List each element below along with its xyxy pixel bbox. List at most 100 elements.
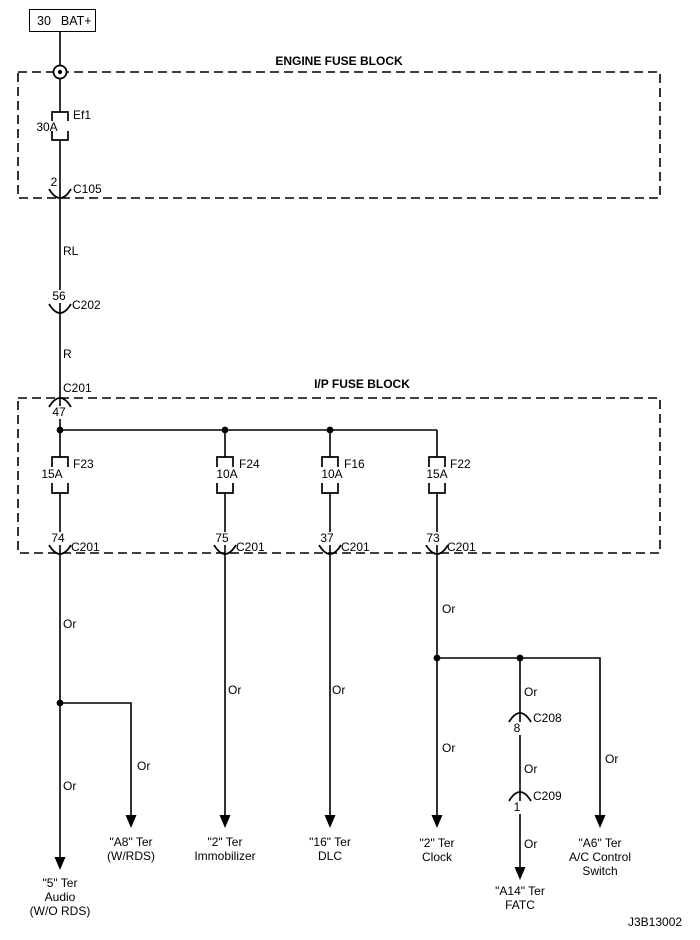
terminal-label-line: FATC: [505, 898, 535, 912]
wire-color-label-or: Or: [524, 685, 538, 699]
fuse-rating-f16: 10A: [321, 467, 343, 481]
connector-name-c202: C202: [72, 298, 101, 312]
connector-pin-c208: 8: [512, 721, 522, 735]
connector-icon-c201-47: [48, 397, 72, 408]
fuse-icon-f22: [428, 456, 446, 494]
connector-pin-c105: 2: [49, 175, 59, 189]
connector-pin-37: 37: [319, 531, 335, 545]
fuse-name-f24: F24: [239, 457, 260, 471]
arrowhead-icon-clock: [431, 815, 443, 828]
terminal-label-line: "A14" Ter: [495, 884, 545, 898]
connector-name-c209: C209: [533, 789, 562, 803]
wire-color-label-or: Or: [605, 752, 619, 766]
connector-icon-c201-74: [48, 544, 72, 555]
terminal-label-ac-control: "A6" Ter A/C Control Switch: [569, 836, 631, 878]
arrowhead-icon-audio: [54, 857, 66, 870]
junction-dot: [326, 426, 334, 434]
terminal-label-clock: "2" Ter Clock: [420, 836, 455, 864]
wire-color-label-or: Or: [63, 617, 77, 631]
fuse-name-f16: F16: [344, 457, 365, 471]
connector-pin-74: 74: [50, 531, 66, 545]
connector-pin-75: 75: [214, 531, 230, 545]
fuse-rating-f22: 15A: [426, 467, 448, 481]
fuse-icon-f16: [321, 456, 339, 494]
arrowhead-icon-ac: [594, 815, 606, 828]
battery-source-box: 30 BAT+: [29, 9, 96, 32]
connector-icon-c105: [48, 188, 72, 199]
junction-dot: [221, 426, 229, 434]
wire-color-label-r: R: [63, 347, 72, 361]
ip-fuse-block-outline: [17, 397, 661, 554]
wire-color-label-or: Or: [524, 762, 538, 776]
junction-dot: [516, 654, 524, 662]
terminal-label-audio: "5" Ter Audio (W/O RDS): [30, 876, 91, 918]
connector-icon-c209: [508, 791, 532, 802]
document-id: J3B13002: [628, 915, 683, 929]
terminal-label-line: "2" Ter: [419, 836, 455, 850]
fuse-rating-ef1: 30A: [36, 120, 58, 134]
connector-pin-c201-in: 47: [51, 405, 67, 419]
terminal-label-immobilizer: "2" Ter Immobilizer: [194, 835, 255, 863]
junction-dot: [56, 699, 64, 707]
terminal-label-line: Audio: [44, 890, 76, 904]
connector-pin-73: 73: [425, 531, 441, 545]
fuse-rating-f23: 15A: [41, 467, 63, 481]
arrowhead-icon-immobilizer: [219, 815, 231, 828]
terminal-label-line: "2" Ter: [207, 835, 243, 849]
connector-icon-c208: [508, 712, 532, 723]
terminal-label-line: (W/O RDS): [29, 904, 91, 918]
connector-name-73: C201: [447, 540, 476, 554]
fuse-icon-f24: [216, 456, 234, 494]
wire-color-label-or: Or: [332, 683, 346, 697]
battery-pin: 30: [37, 13, 51, 28]
connector-icon-c201-73: [425, 544, 449, 555]
fuse-name-ef1: Ef1: [73, 108, 92, 122]
fuse-icon-f23: [51, 456, 69, 494]
terminal-label-line: "5" Ter: [42, 876, 78, 890]
connector-name-75: C201: [236, 540, 265, 554]
wire-color-label-or: Or: [137, 759, 151, 773]
wire-color-label-or: Or: [442, 741, 456, 755]
fuse-rating-f24: 10A: [216, 467, 238, 481]
wire-color-label-or: Or: [228, 683, 242, 697]
connector-name-c201-in: C201: [63, 381, 92, 395]
ip-fuse-block-title: I/P FUSE BLOCK: [314, 377, 410, 391]
engine-fuse-block-outline: [17, 71, 661, 199]
connector-pin-c202: 56: [51, 289, 67, 303]
wire-color-label-rl: RL: [63, 244, 79, 258]
connector-name-37: C201: [341, 540, 370, 554]
junction-dot: [433, 654, 441, 662]
fuse-icon-ef1: [51, 111, 69, 141]
connector-name-c105: C105: [73, 182, 102, 196]
engine-fuse-block-title: ENGINE FUSE BLOCK: [275, 54, 403, 68]
junction-dot: [56, 426, 64, 434]
battery-label: BAT+: [60, 13, 92, 28]
fuse-name-f23: F23: [73, 457, 94, 471]
connector-pin-c209: 1: [512, 800, 522, 814]
arrowhead-icon-fatc: [514, 867, 526, 880]
connector-name-c208: C208: [533, 711, 562, 725]
arrowhead-icon-audio-rds: [125, 815, 137, 828]
terminal-label-line: Switch: [582, 864, 618, 878]
terminal-label-line: Clock: [421, 850, 453, 864]
terminal-label-line: Immobilizer: [194, 849, 256, 863]
wire-color-label-or: Or: [524, 837, 538, 851]
terminal-label-line: (W/RDS): [107, 849, 155, 863]
wire-ac-branch: [437, 657, 601, 816]
terminal-label-fatc: "A14" Ter FATC: [495, 884, 545, 912]
terminal-label-audio-rds: "A8" Ter (W/RDS): [107, 835, 155, 863]
terminal-label-line: "16" Ter: [309, 835, 351, 849]
terminal-label-line: "A8" Ter: [109, 835, 153, 849]
ring-terminal-dot: [57, 69, 63, 75]
connector-icon-c201-75: [213, 544, 237, 555]
terminal-label-line: DLC: [317, 849, 342, 863]
terminal-label-line: A/C Control: [568, 850, 632, 864]
connector-icon-c201-37: [318, 544, 342, 555]
connector-name-74: C201: [71, 540, 100, 554]
connector-icon-c202: [48, 303, 72, 314]
wire-audio-rds-branch: [60, 702, 132, 816]
arrowhead-icon-dlc: [324, 815, 336, 828]
fuse-name-f22: F22: [450, 457, 471, 471]
